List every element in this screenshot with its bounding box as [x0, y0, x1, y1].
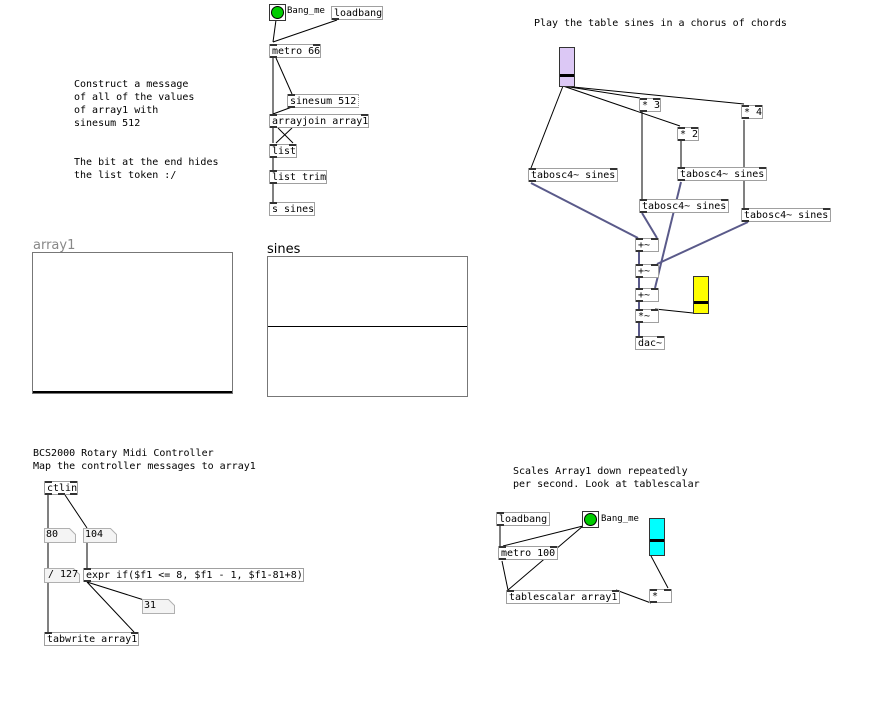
ctl-value-atom[interactable]: 104	[83, 528, 117, 543]
list-trim-text: list trim	[272, 172, 327, 183]
ctl-value-value: 104	[85, 529, 104, 540]
expr-object[interactable]: expr if($f1 <= 8, $f1 - 1, $f1-81+8)	[83, 568, 304, 582]
comment-bcs-title: BCS2000 Rotary Midi Controller Map the c…	[33, 448, 256, 472]
loadbang-bottom-text: loadbang	[499, 514, 548, 525]
slider-cyan[interactable]	[649, 518, 665, 556]
list-trim-object[interactable]: list trim	[269, 170, 327, 184]
div-127-value: / 127	[48, 569, 79, 580]
metro-66-text: metro 66	[272, 46, 321, 57]
dac-object[interactable]: dac~	[635, 336, 665, 350]
slider-violet[interactable]	[559, 47, 575, 87]
metro-100-text: metro 100	[501, 548, 556, 559]
metro-66-object[interactable]: metro 66	[269, 44, 321, 58]
tablescalar-object[interactable]: tablescalar array1	[506, 590, 620, 604]
add-2-object[interactable]: +~	[635, 264, 659, 278]
mul-3-text: * 3	[642, 100, 661, 111]
tabosc-c-object[interactable]: tabosc4~ sines	[639, 199, 729, 213]
loadbang-bottom-object[interactable]: loadbang	[496, 512, 550, 526]
comment-scales-array: Scales Array1 down repeatedly per second…	[513, 466, 700, 490]
atom-frame-icon	[142, 599, 175, 614]
mul-bottom-object[interactable]: *	[649, 589, 672, 603]
mul-2-object[interactable]: * 2	[677, 127, 699, 141]
bang-bottom[interactable]	[582, 511, 599, 528]
mul-2-text: * 2	[680, 129, 699, 140]
tabosc-d-text: tabosc4~ sines	[744, 210, 829, 221]
arrayjoin-object[interactable]: arrayjoin array1	[269, 114, 369, 128]
add-1-object[interactable]: +~	[635, 238, 659, 252]
slider-yellow-knob	[694, 301, 708, 304]
div-127-atom[interactable]: / 127	[44, 568, 80, 583]
expr-output-atom[interactable]: 31	[142, 599, 175, 614]
bang-indicator-icon	[584, 513, 597, 526]
sines-curve	[268, 326, 467, 327]
ctl-number-value: 80	[46, 529, 59, 540]
array1-title: array1	[33, 238, 76, 253]
bang-top[interactable]	[269, 4, 286, 21]
ctlin-object[interactable]: ctlin	[44, 481, 78, 495]
sines-title: sines	[267, 242, 301, 257]
list-object[interactable]: list	[269, 144, 297, 158]
ctlin-text: ctlin	[47, 483, 78, 494]
arrayjoin-text: arrayjoin array1	[272, 116, 369, 127]
atom-frame-icon	[44, 568, 80, 583]
loadbang-top-object[interactable]: loadbang	[331, 6, 383, 20]
tabosc-b-object[interactable]: tabosc4~ sines	[677, 167, 767, 181]
sinesum-text: sinesum 512	[290, 96, 357, 107]
slider-yellow[interactable]	[693, 276, 709, 314]
tabosc-a-object[interactable]: tabosc4~ sines	[528, 168, 618, 182]
add-1-text: +~	[638, 240, 651, 251]
tabosc-a-text: tabosc4~ sines	[531, 170, 616, 181]
tabosc-c-text: tabosc4~ sines	[642, 201, 727, 212]
tabwrite-object[interactable]: tabwrite array1	[44, 632, 139, 646]
loadbang-top-text: loadbang	[334, 8, 383, 19]
bang-top-label: Bang_me	[287, 6, 325, 16]
atom-frame-icon	[44, 528, 76, 543]
expr-text: expr if($f1 <= 8, $f1 - 1, $f1-81+8)	[86, 570, 303, 581]
mul-signal-text: *~	[638, 311, 651, 322]
array1-curve	[33, 391, 232, 393]
send-sines-object[interactable]: s sines	[269, 202, 315, 216]
add-2-text: +~	[638, 266, 651, 277]
array1-graph[interactable]	[32, 252, 233, 394]
mul-signal-object[interactable]: *~	[635, 309, 659, 323]
list-text: list	[272, 146, 297, 157]
tabosc-d-object[interactable]: tabosc4~ sines	[741, 208, 831, 222]
ctl-number-atom[interactable]: 80	[44, 528, 76, 543]
tabwrite-text: tabwrite array1	[47, 634, 138, 645]
expr-output-value: 31	[144, 600, 157, 611]
add-3-text: +~	[638, 290, 651, 301]
send-sines-text: s sines	[272, 204, 315, 215]
tabosc-b-text: tabosc4~ sines	[680, 169, 765, 180]
comment-construct-message: Construct a message of all of the values…	[74, 79, 195, 129]
mul-4-text: * 4	[744, 107, 763, 118]
comment-play-chorus: Play the table sines in a chorus of chor…	[534, 18, 787, 29]
mul-4-object[interactable]: * 4	[741, 105, 763, 119]
sines-graph[interactable]	[267, 256, 468, 397]
dac-text: dac~	[638, 338, 663, 349]
slider-cyan-knob	[650, 539, 664, 542]
atom-frame-icon	[83, 528, 117, 543]
sinesum-message[interactable]: sinesum 512	[287, 94, 359, 108]
mul-3-object[interactable]: * 3	[639, 98, 661, 112]
comment-bit-end: The bit at the end hides the list token …	[74, 157, 219, 181]
bang-indicator-icon	[271, 6, 284, 19]
add-3-object[interactable]: +~	[635, 288, 659, 302]
tablescalar-text: tablescalar array1	[509, 592, 618, 603]
bang-bottom-label: Bang_me	[601, 514, 639, 524]
metro-100-object[interactable]: metro 100	[498, 546, 558, 560]
mul-bottom-text: *	[652, 591, 659, 602]
slider-violet-knob	[560, 74, 574, 77]
